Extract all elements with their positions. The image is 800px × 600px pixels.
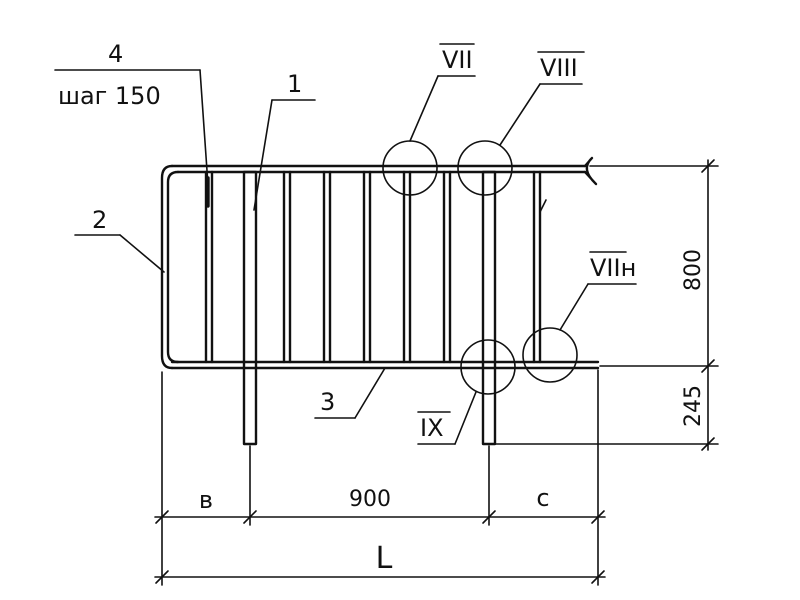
callout-node-7n: VIIн xyxy=(590,254,636,282)
callout-node-8: VIII xyxy=(540,54,578,82)
dim-height-245: 245 xyxy=(681,385,706,427)
dim-height-800: 800 xyxy=(681,249,706,291)
callout-item-2: 2 xyxy=(92,206,107,234)
callout-node-9: IX xyxy=(420,414,444,442)
callout-leaders xyxy=(54,69,637,445)
callout-pitch: шаг 150 xyxy=(58,82,161,110)
horizontal-dimensions xyxy=(154,369,606,586)
dim-mid-900: 900 xyxy=(349,487,391,512)
callout-item-4: 4 xyxy=(108,40,123,68)
detail-circles xyxy=(382,140,578,395)
railing-frame xyxy=(160,156,600,370)
dim-left-segment: в xyxy=(199,486,213,514)
dim-right-segment: с xyxy=(536,484,549,512)
callout-item-3: 3 xyxy=(320,388,335,416)
callout-item-1: 1 xyxy=(287,70,302,98)
callout-node-7: VII xyxy=(442,46,473,74)
main-posts xyxy=(242,170,497,446)
vertical-dimensions xyxy=(494,159,719,451)
balusters xyxy=(204,170,542,364)
dim-total-length: L xyxy=(376,541,393,576)
